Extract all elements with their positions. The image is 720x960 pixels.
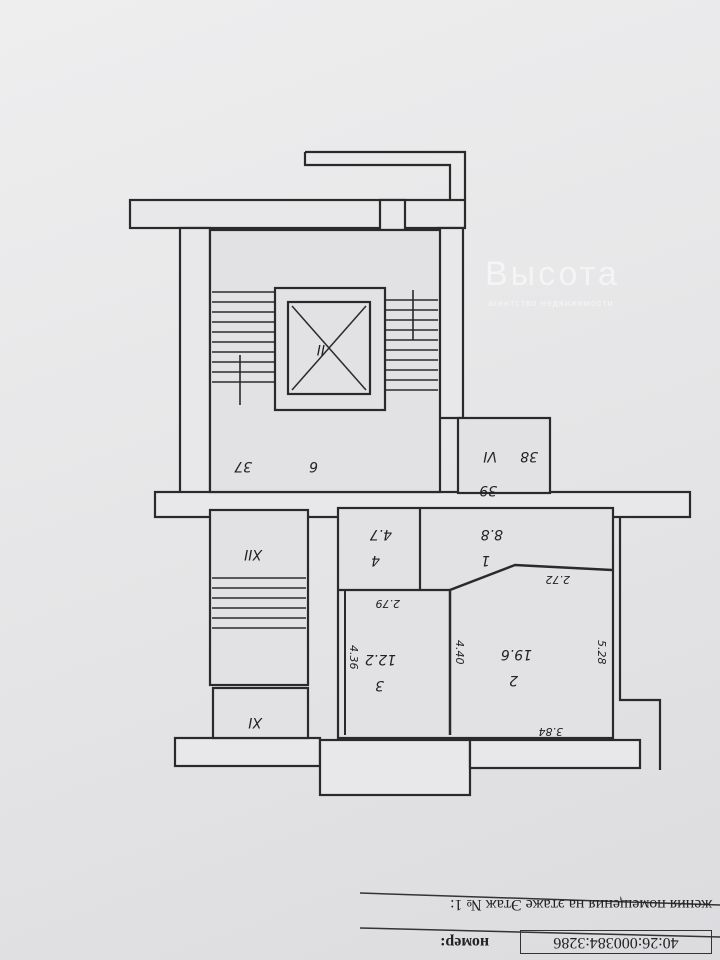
watermark-brand: Высота — [485, 255, 620, 293]
stairs-upper — [212, 290, 438, 405]
label-xii: XII — [244, 546, 263, 562]
room-4-area: 4.7 — [370, 526, 392, 542]
label-39: 39 — [479, 482, 497, 498]
stairs-lower — [212, 577, 306, 629]
dim-4-40: 4.40 — [453, 640, 466, 665]
number-label: номер: — [440, 934, 490, 951]
label-6: 6 — [309, 458, 318, 474]
room-xi — [211, 686, 310, 740]
watermark-tagline: агентство недвижимости — [488, 298, 614, 308]
room-3-area: 12.2 — [365, 651, 396, 667]
room-2-number: 2 — [509, 672, 518, 688]
room-2-area: 19.6 — [501, 646, 532, 662]
room-1-number: 1 — [481, 552, 490, 568]
elevator-shaft — [273, 286, 387, 412]
room-4-number: 4 — [371, 552, 380, 568]
label-38: 38 — [520, 448, 538, 464]
floor-caption: жения помещения на этаже Этаж № 1: — [449, 896, 712, 913]
room-vi — [456, 416, 552, 495]
footer-rule-bottom — [359, 927, 720, 938]
label-37: 37 — [234, 458, 252, 474]
room-1-area: 8.8 — [481, 526, 503, 542]
label-ii: II — [317, 341, 325, 357]
label-vi: VI — [483, 448, 497, 464]
cadastral-number: 40:26:000384:3286 — [520, 930, 712, 954]
dim-2-72: 2.72 — [546, 573, 571, 586]
dim-4-36: 4.36 — [347, 645, 360, 670]
dim-3-84: 3.84 — [539, 725, 564, 738]
dim-5-28: 5.28 — [595, 640, 608, 665]
dim-2-79: 2.79 — [376, 597, 401, 610]
room-3-number: 3 — [375, 677, 384, 693]
walls — [128, 150, 692, 797]
footer-rule-top — [359, 892, 720, 906]
apartment — [336, 506, 615, 740]
label-xi: XI — [248, 714, 263, 730]
